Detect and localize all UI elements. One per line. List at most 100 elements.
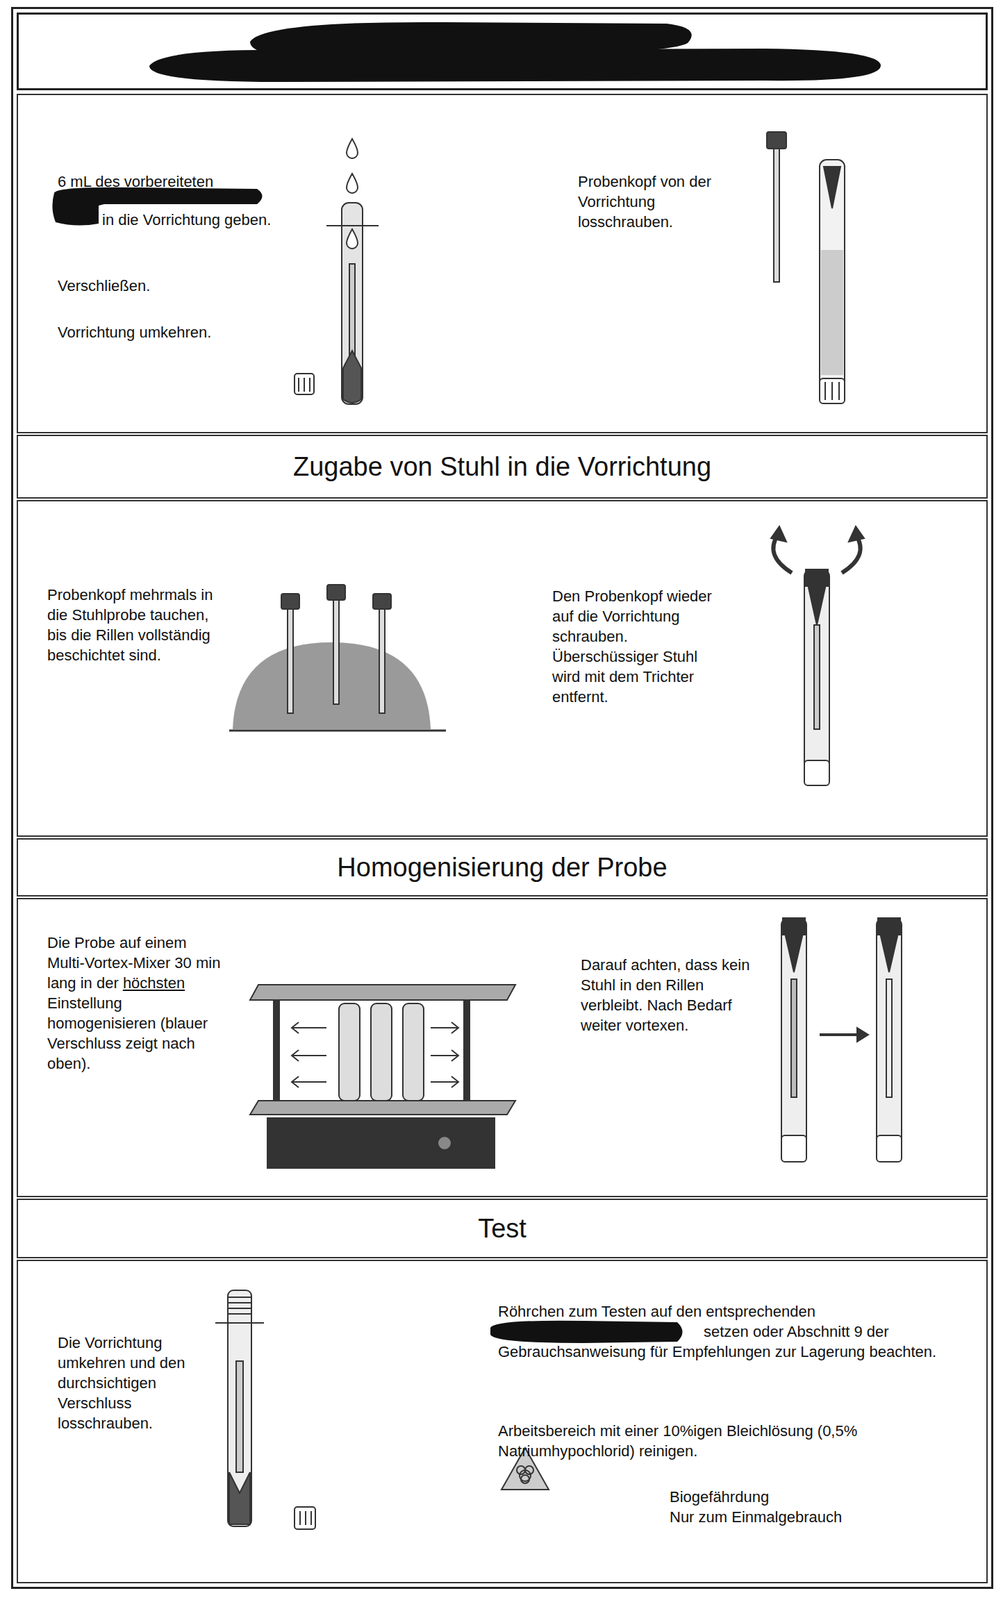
warning-text: Biogefährdung [669,1487,878,1508]
step-panel: Probenkopf mehrmals in die Stuhlprobe ta… [16,500,988,837]
vortex-mixer-part [273,1000,280,1112]
clean-tubes [781,918,902,1163]
stool-sample [229,584,446,731]
inverted-tube-part [236,1361,244,1473]
tube-filling [294,138,379,405]
instruction-text: setzen oder Abschnitt 9 der Gebrauchsanw… [498,1321,943,1363]
clean-tubes-part [791,979,797,1098]
instruction-text: Probenkopf mehrmals in die Stuhlprobe ta… [47,584,214,666]
instruction-text: Vorrichtung umkehren. [57,322,308,343]
step-panel: Die Probe auf einem Multi-Vortex-Mixer 3… [16,898,988,1198]
probe-head-removed-part [821,250,844,376]
instruction-text: 6 mL des vorbereiteten [57,171,308,192]
probe-head-removed-part [819,378,845,404]
instruction-text: Probenkopf von der Vorrichtung losschrau… [577,171,738,232]
instruction-text: Den Probenkopf wieder auf die Vorrichtun… [552,586,726,708]
biohazard-symbol-part [520,1475,530,1484]
clean-tubes-part [781,1135,807,1163]
probe-head-removed-part [773,148,780,283]
inverted-tube-part [229,1472,251,1525]
stool-sample-part [379,609,385,714]
clean-tubes-part [819,1033,859,1037]
probe-head-removed-part [838,382,840,401]
inverted-tube-part [294,1507,316,1530]
inverted-tube [215,1290,316,1530]
vortex-mixer-part [430,1022,459,1088]
screw-tube-part [814,625,820,730]
section-heading: Zugabe von Stuhl in die Vorrichtung [18,451,987,483]
tube-filling-part [303,377,305,392]
vortex-mixer-part [437,1136,452,1151]
probe-head-removed-part [819,159,845,400]
probe-head-removed-part [823,166,841,209]
inverted-tube-part [299,1511,301,1526]
vortex-mixer-part [402,1003,424,1101]
redaction-part [261,33,287,53]
tube-filling-part [309,377,311,392]
emphasis-text: höchsten [122,974,185,992]
redaction-part [250,22,692,56]
inverted-tube-part [304,1511,307,1526]
inverted-tube-part [215,1322,264,1324]
instruction-text: in die Vorrichtung geben. [57,209,287,230]
tube-filling-part [343,350,362,403]
clean-tubes-part [782,918,806,935]
screw-tube-part [848,526,865,542]
stool-sample-part [229,730,446,733]
vortex-mixer-part [250,984,516,1001]
inverted-tube-part [227,1290,252,1527]
screw-tube-part [804,760,830,786]
screw-tube [771,526,865,786]
step-panel: Die Vorrichtung umkehren und den durchsi… [16,1260,988,1584]
clean-tubes-part [880,936,898,973]
inverted-tube-part [310,1511,312,1526]
section-band: Homogenisierung der Probe [16,838,988,897]
vortex-mixer-part [463,1000,470,1112]
instruction-text: Einstellung homogenisieren (blauer Versc… [47,994,208,1073]
clean-tubes-part [857,1028,869,1042]
instruction-text: Die Probe auf einem Multi-Vortex-Mixer 3… [47,932,225,1074]
clean-tubes-part [886,979,892,1098]
section-band: Zugabe von Stuhl in die Vorrichtung [16,434,988,499]
vortex-mixer-part [267,1118,495,1169]
instruction-text: Verschließen. [57,275,287,296]
probe-head-removed-part [824,382,826,401]
step-panel: 6 mL des vorbereiteten in die Vorrichtung… [16,93,988,434]
tube-filling-part [294,373,314,395]
tube-filling-part [297,377,300,392]
biohazard-symbol-part [516,1466,526,1475]
stool-sample-part [232,642,431,730]
redaction [52,22,881,1344]
section-heading: Test [18,1213,987,1245]
stool-sample-part [333,600,339,705]
clean-tubes-part [785,936,803,973]
screw-tube-part [804,569,830,785]
instruction-text: Darauf achten, dass kein Stuhl in den Ri… [580,955,755,1036]
tube-filling-part [341,202,363,405]
probe-head-removed [766,131,845,404]
instruction-text: Die Vorrichtung umkehren und den durchsi… [57,1332,197,1434]
probe-head-removed-part [766,131,787,149]
stool-sample-part [327,584,346,601]
instruction-text: Röhrchen zum Testen auf den entsprechend… [498,1301,943,1322]
screw-tube-part [805,569,828,587]
tube-filling-part [326,225,379,227]
warning-text: Nur zum Einmalgebrauch [669,1507,892,1528]
redaction-part [490,1321,683,1344]
stool-sample-part [372,593,392,610]
inverted-tube-part [227,1297,252,1315]
screw-tube-part [808,587,826,626]
section-band: Test [16,1198,988,1259]
vortex-mixer-part [291,1022,327,1088]
screw-tube-part [771,526,787,542]
clean-tubes-part [877,918,901,935]
clean-tubes-part [876,1135,902,1163]
tube-filling-part [346,173,358,194]
probe-head-removed-part [831,382,833,401]
vortex-mixer-part [370,1003,392,1101]
vortex-mixer-part [338,1003,360,1101]
instruction-text: Arbeitsbereich mit einer 10%igen Bleichl… [498,1421,929,1462]
tube-filling-part [346,138,358,159]
clean-tubes-part [781,918,807,1162]
